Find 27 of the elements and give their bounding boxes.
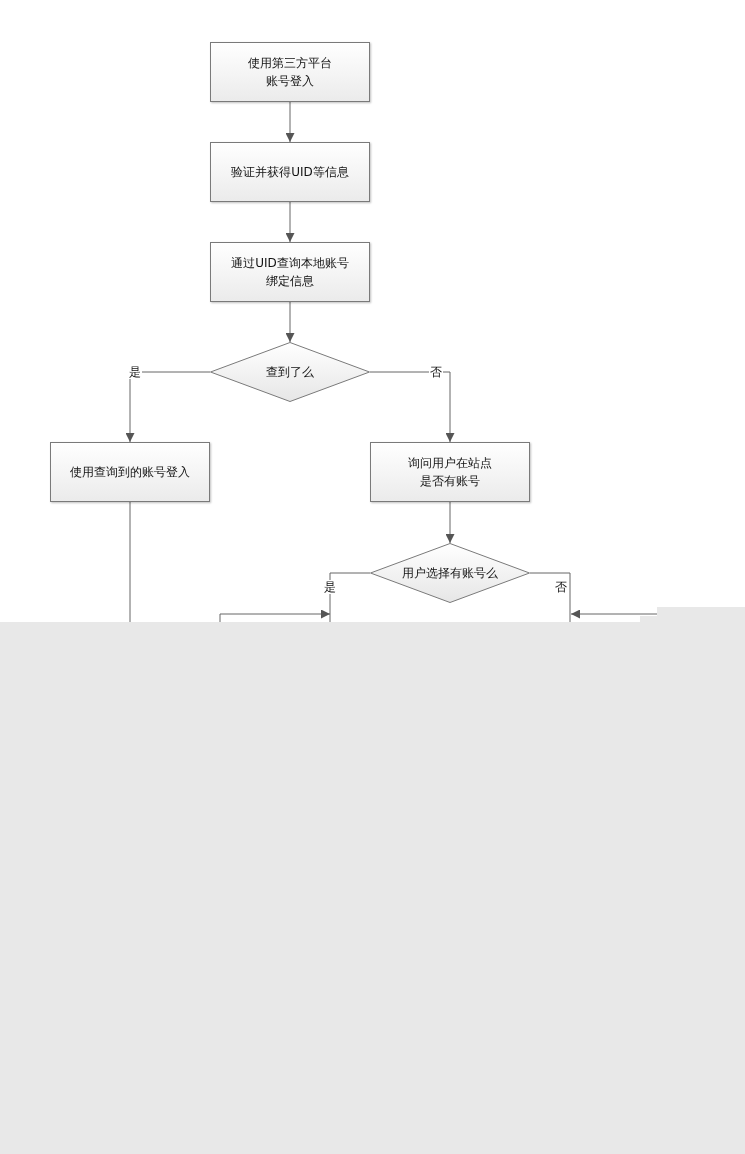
process-box <box>210 242 370 302</box>
step-label: 使用第三方平台账号登入 <box>247 55 333 90</box>
connector-arrow <box>285 101 295 143</box>
process-box <box>370 442 530 502</box>
connector-arrow <box>285 301 295 343</box>
decision-diamond <box>210 342 370 402</box>
connector-arrow <box>285 201 295 243</box>
step-label: 通过UID查询本地账号绑定信息 <box>230 255 350 290</box>
decision-label: 用户选择有账号么 <box>402 565 498 582</box>
connector-line <box>329 572 371 623</box>
step-label: 验证并获得UID等信息 <box>231 164 349 181</box>
connector-arrow <box>369 371 455 443</box>
decision-diamond <box>370 543 530 603</box>
edge-label: 是 <box>323 580 337 594</box>
connector-arrow <box>445 501 455 544</box>
edge-label: 是 <box>128 365 142 379</box>
connector-line <box>129 501 131 623</box>
process-box <box>210 142 370 202</box>
step-label: 询问用户在站点是否有账号 <box>407 455 493 490</box>
process-box <box>210 42 370 102</box>
connector-line <box>529 572 571 623</box>
decision-label: 查到了么 <box>266 364 314 381</box>
step-label: 使用查询到的账号登入 <box>70 464 190 481</box>
edge-label: 否 <box>429 365 443 379</box>
process-box <box>50 442 210 502</box>
edge-label: 否 <box>554 580 568 594</box>
connector-arrow <box>125 371 211 443</box>
